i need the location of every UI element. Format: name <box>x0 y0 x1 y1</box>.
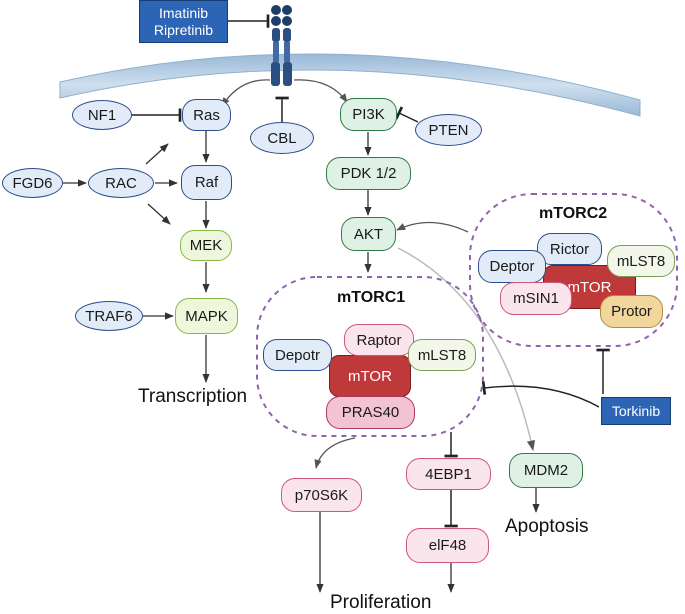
mek-label: MEK <box>189 237 223 254</box>
mtorc1-mlst8-label: mLST8 <box>417 346 467 364</box>
fgd6-label: FGD6 <box>12 174 53 192</box>
protor-node: Protor <box>600 295 663 328</box>
rictor-node: Rictor <box>537 233 602 265</box>
mtorc1-to-p70s6k-arrow <box>314 437 356 469</box>
nf1-node: NF1 <box>72 100 132 130</box>
mapk-node: MAPK <box>175 298 238 334</box>
mtorc1-title: mTORC1 <box>337 289 406 306</box>
ras-node: Ras <box>182 99 231 131</box>
rac-to-mek-arrow <box>147 203 171 225</box>
mtorc2-title: mTORC2 <box>539 205 608 222</box>
raf-label: Raf <box>194 174 219 191</box>
mtorc2-mlst8-label: mLST8 <box>616 252 666 270</box>
4ebp1-label: 4EBP1 <box>425 465 472 483</box>
mtorc1-mlst8-node: mLST8 <box>408 339 476 371</box>
mdm2-label: MDM2 <box>523 462 569 479</box>
akt-to-mdm2-arrow <box>397 247 536 452</box>
msin1-node: mSIN1 <box>500 282 572 315</box>
elf48-node: elF48 <box>406 528 489 563</box>
rac-node: RAC <box>88 168 154 198</box>
imatinib-label: Imatinib <box>158 4 209 21</box>
msin1-label: mSIN1 <box>513 290 559 307</box>
raptor-node: Raptor <box>344 324 414 356</box>
depotr-node: Depotr <box>263 339 332 371</box>
mtorc1-mtor-node: mTOR <box>329 355 411 397</box>
ras-label: Ras <box>193 106 220 124</box>
pras40-label: PRAS40 <box>341 404 400 421</box>
torkinib-inhibits-mtorc1-line <box>481 381 600 408</box>
4ebp1-node: 4EBP1 <box>406 458 491 490</box>
nf1-label: NF1 <box>87 106 117 124</box>
raptor-label: Raptor <box>356 331 402 349</box>
mtorc1-mtor-label: mTOR <box>348 367 392 385</box>
apoptosis-label: Apoptosis <box>505 516 589 537</box>
fgd6-node: FGD6 <box>2 168 63 198</box>
deptor-label: Deptor <box>489 258 535 275</box>
mapk-label: MAPK <box>185 307 228 325</box>
p70s6k-node: p70S6K <box>281 478 362 512</box>
ripretinib-label: Ripretinib <box>153 21 214 38</box>
pten-node: PTEN <box>415 114 482 146</box>
akt-node: AKT <box>341 217 396 251</box>
pras40-node: PRAS40 <box>326 396 415 429</box>
proliferation-label: Proliferation <box>330 592 432 613</box>
mdm2-node: MDM2 <box>509 453 583 488</box>
mek-node: MEK <box>180 230 232 261</box>
torkinib-box: Torkinib <box>601 397 671 425</box>
akt-label: AKT <box>353 225 384 243</box>
receptor-to-ras-arrow <box>221 79 271 107</box>
traf6-label: TRAF6 <box>85 307 133 325</box>
receptor-icon <box>271 5 292 86</box>
traf6-node: TRAF6 <box>75 301 143 331</box>
rictor-label: Rictor <box>549 240 590 258</box>
rac-label: RAC <box>105 174 137 192</box>
mtorc2-mtor-label: mTOR <box>567 278 612 296</box>
receptor-to-pi3k-arrow <box>293 79 348 103</box>
pten-label: PTEN <box>428 121 469 139</box>
rac-to-ras-arrow <box>145 143 169 165</box>
torkinib-label: Torkinib <box>611 402 661 419</box>
pten-inhibition-line <box>394 106 419 123</box>
cbl-label: CBL <box>267 129 297 147</box>
pdk-node: PDK 1/2 <box>326 157 411 190</box>
transcription-label: Transcription <box>138 386 248 407</box>
mtorc2-to-akt-arrow <box>396 221 469 233</box>
depotr-label: Depotr <box>274 346 321 364</box>
raf-node: Raf <box>181 165 232 200</box>
pi3k-label: PI3K <box>352 106 385 123</box>
pi3k-node: PI3K <box>340 98 397 131</box>
p70s6k-label: p70S6K <box>294 486 349 504</box>
imatinib-ripretinib-box: Imatinib Ripretinib <box>139 0 228 43</box>
pdk-label: PDK 1/2 <box>340 165 397 182</box>
mtorc2-boundary <box>469 193 678 347</box>
deptor-node: Deptor <box>478 250 546 283</box>
cell-membrane <box>59 53 641 117</box>
mtorc2-mlst8-node: mLST8 <box>607 245 675 277</box>
protor-label: Protor <box>611 303 652 320</box>
cbl-node: CBL <box>250 122 314 154</box>
elf48-label: elF48 <box>428 537 467 554</box>
mtorc1-boundary <box>256 276 484 437</box>
